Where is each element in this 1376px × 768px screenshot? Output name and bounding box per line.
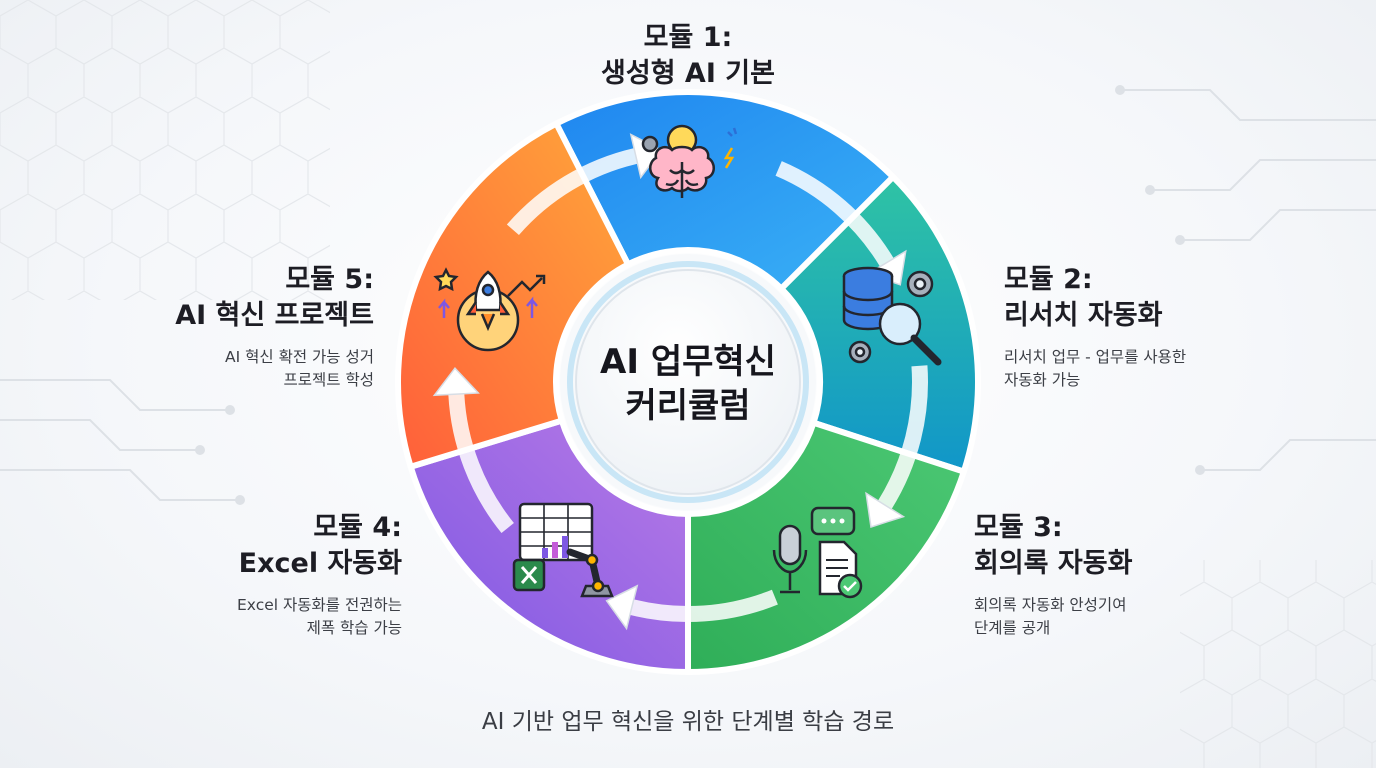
flow-arrow-shaft-3 — [629, 589, 778, 622]
module-2-desc-line2: 자동화 가능 — [1004, 371, 1081, 389]
module-2-title-line2: 리서치 자동화 — [1004, 300, 1163, 331]
footer-caption: AI 기반 업무 혁신을 위한 단계별 학습 경로 — [481, 709, 895, 735]
module-4-label: 모듈 4: Excel 자동화 Excel 자동화를 전권하는 제폭 학습 가능 — [150, 510, 402, 640]
module-3-label: 모듈 3: 회의록 자동화 회의록 자동화 안성기여 단계를 공개 — [974, 510, 1234, 640]
arrows-layer — [432, 133, 928, 631]
module-5-desc-line2: 프로젝트 학성 — [283, 371, 375, 389]
module-2-description: 리서치 업무 - 업무를 사용한 자동화 가능 — [1004, 346, 1284, 392]
flow-arrow-head-2 — [865, 491, 906, 528]
center-title: AI 업무혁신 커리큘럼 — [560, 340, 816, 428]
module-4-description: Excel 자동화를 전권하는 제폭 학습 가능 — [150, 594, 402, 640]
hub-glow-ring — [567, 261, 809, 503]
rocket-growth-icon — [433, 267, 546, 352]
module-2-label: 모듈 2: 리서치 자동화 리서치 업무 - 업무를 사용한 자동화 가능 — [1004, 262, 1284, 392]
flow-arrow-shaft-4 — [448, 393, 514, 534]
center-title-line2: 커리큘럼 — [625, 386, 751, 426]
module-1-title-line1: 모듈 1: — [643, 22, 733, 53]
center-title-line1: AI 업무혁신 — [600, 342, 776, 382]
database-search-icon — [842, 266, 942, 366]
hub-circle — [575, 269, 801, 495]
flow-arrow-head-4 — [432, 367, 480, 397]
brain-lightbulb-icon — [641, 124, 738, 198]
module-4-desc-line2: 제폭 학습 가능 — [306, 619, 402, 637]
module-3-description: 회의록 자동화 안성기여 단계를 공개 — [974, 594, 1234, 640]
flow-arrow-shaft-1 — [775, 161, 894, 267]
module-4-title-line2: Excel 자동화 — [238, 548, 402, 579]
module-5-desc-line1: AI 혁신 확전 가능 성거 — [225, 348, 374, 366]
flow-arrow-shaft-5 — [506, 148, 638, 236]
flow-arrow-shaft-2 — [877, 365, 928, 510]
module-4-desc-line1: Excel 자동화를 전권하는 — [237, 596, 402, 614]
module-5-title-line1: 모듈 5: — [285, 264, 374, 295]
module-5-description: AI 혁신 확전 가능 성거 프로젝트 학성 — [120, 346, 374, 392]
module-5-label: 모듈 5: AI 혁신 프로젝트 AI 혁신 확전 가능 성거 프로젝트 학성 — [120, 262, 374, 392]
flow-arrow-head-3 — [605, 584, 639, 631]
module-3-desc-line1: 회의록 자동화 안성기여 — [974, 596, 1127, 614]
microphone-document-icon — [772, 506, 863, 599]
module-1-title-line2: 생성형 AI 기본 — [601, 58, 775, 89]
module-1-label: 모듈 1: 생성형 AI 기본 — [566, 20, 810, 92]
module-4-title-line1: 모듈 4: — [313, 512, 402, 543]
module-5-title-line2: AI 혁신 프로젝트 — [175, 300, 374, 331]
module-2-desc-line1: 리서치 업무 - 업무를 사용한 — [1004, 348, 1187, 366]
module-3-title-line2: 회의록 자동화 — [974, 548, 1133, 579]
module-2-title-line1: 모듈 2: — [1004, 264, 1093, 295]
module-3-title-line1: 모듈 3: — [974, 512, 1063, 543]
excel-robot-arm-icon — [512, 502, 614, 598]
module-3-desc-line2: 단계를 공개 — [974, 619, 1051, 637]
